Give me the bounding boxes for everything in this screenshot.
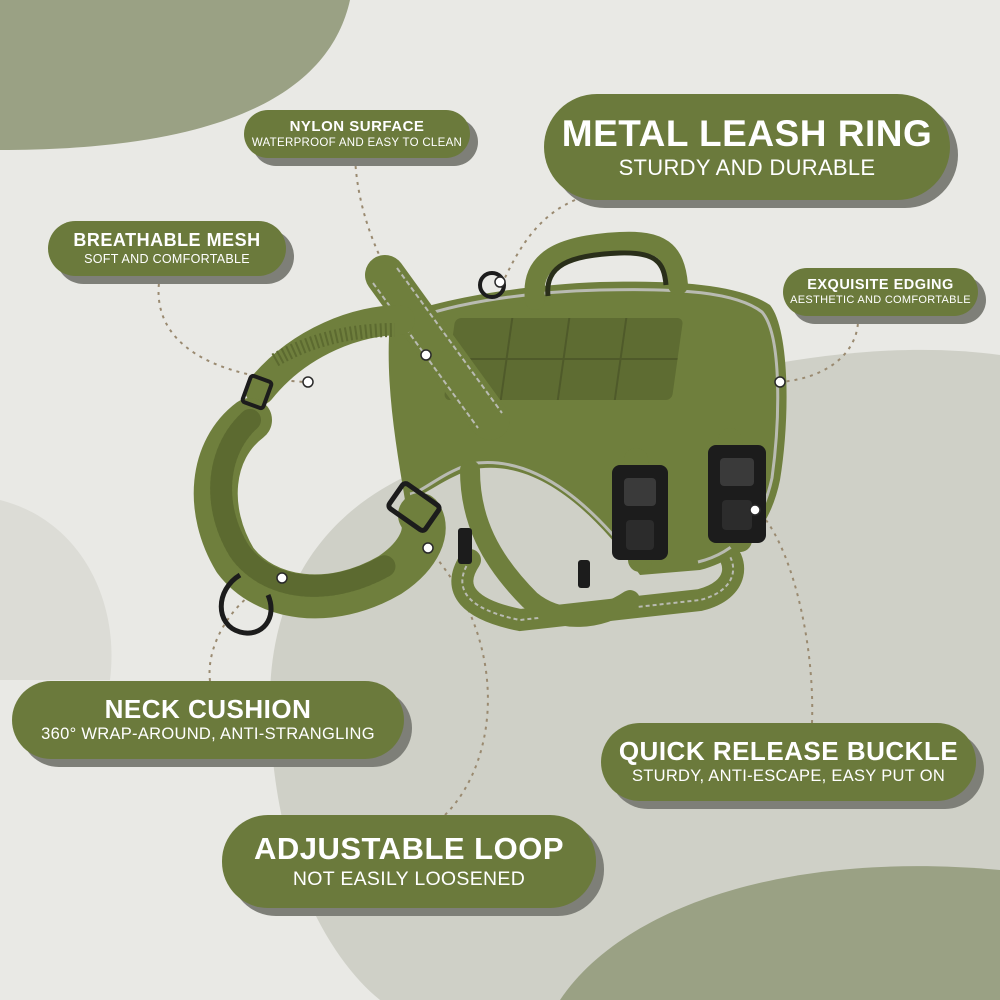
marker-nylon — [420, 349, 432, 361]
harness-shoulder-strap — [365, 255, 510, 440]
neck-cushion — [193, 323, 446, 619]
underbelly-slider — [458, 528, 472, 564]
velcro-panel — [444, 318, 683, 400]
harness-front-leg-strap — [460, 460, 640, 627]
callout-metal-leash-ring: METAL LEASH RING STURDY AND DURABLE — [544, 94, 950, 200]
neck-slider-small — [240, 373, 274, 411]
callout-title: BREATHABLE MESH — [73, 229, 261, 250]
harness-top-handle-inner — [545, 250, 669, 297]
leader-line-buckle — [756, 509, 814, 724]
callout-subtitle: SOFT AND COMFORTABLE — [84, 251, 250, 266]
callout-subtitle: STURDY AND DURABLE — [618, 155, 876, 181]
harness-rear-strap-trim — [461, 544, 735, 622]
leader-lines — [157, 157, 860, 816]
callout-title: QUICK RELEASE BUCKLE — [618, 736, 959, 767]
callout-subtitle: STURDY, ANTI-ESCAPE, EASY PUT ON — [631, 767, 946, 786]
underbelly-slider-right — [578, 560, 590, 588]
harness-top-handle — [524, 231, 688, 310]
callout-nylon-surface: NYLON SURFACE WATERPROOF AND EASY TO CLE… — [244, 110, 470, 158]
adjustable-loop-slider — [386, 481, 442, 533]
callout-title: EXQUISITE EDGING — [807, 276, 954, 293]
quick-release-buckle-left — [612, 465, 668, 560]
harness-vest-underarm-edging — [409, 461, 642, 569]
callout-adjustable-loop: ADJUSTABLE LOOP NOT EASILY LOOSENED — [222, 815, 596, 908]
leader-line-nylon — [354, 157, 427, 356]
marker-buckle — [749, 504, 761, 516]
neck-d-ring — [218, 572, 274, 636]
marker-edge — [774, 376, 786, 388]
bg-blob-top-left — [0, 0, 350, 150]
bg-blob-left-arc — [0, 500, 112, 680]
callout-subtitle: AESTHETIC AND COMFORTABLE — [790, 293, 971, 306]
marker-loop — [422, 542, 434, 554]
callout-subtitle: 360° WRAP-AROUND, ANTI-STRANGLING — [41, 725, 375, 744]
leader-line-neck — [208, 577, 283, 682]
callout-exquisite-edging: EXQUISITE EDGING AESTHETIC AND COMFORTAB… — [783, 268, 978, 316]
quick-release-buckle-right — [708, 445, 766, 543]
callout-subtitle: WATERPROOF AND EASY TO CLEAN — [251, 136, 463, 149]
leader-line-edge — [779, 315, 860, 383]
callout-neck-cushion: NECK CUSHION 360° WRAP-AROUND, ANTI-STRA… — [12, 681, 404, 759]
callout-subtitle: NOT EASILY LOOSENED — [292, 868, 526, 891]
callout-title: NYLON SURFACE — [289, 118, 425, 136]
marker-mesh — [302, 376, 314, 388]
callout-title: METAL LEASH RING — [561, 112, 933, 154]
marker-neck — [276, 572, 288, 584]
callout-breathable-mesh: BREATHABLE MESH SOFT AND COMFORTABLE — [48, 221, 286, 276]
callout-markers — [276, 276, 786, 584]
bg-blob-bottom-right — [560, 866, 1000, 1000]
callout-title: ADJUSTABLE LOOP — [253, 831, 565, 867]
marker-metal — [494, 276, 506, 288]
callout-title: NECK CUSHION — [104, 694, 312, 725]
callout-quick-release-buckle: QUICK RELEASE BUCKLE STURDY, ANTI-ESCAPE… — [601, 723, 976, 801]
harness-neck-strap — [245, 305, 415, 405]
leader-line-loop — [427, 547, 489, 816]
